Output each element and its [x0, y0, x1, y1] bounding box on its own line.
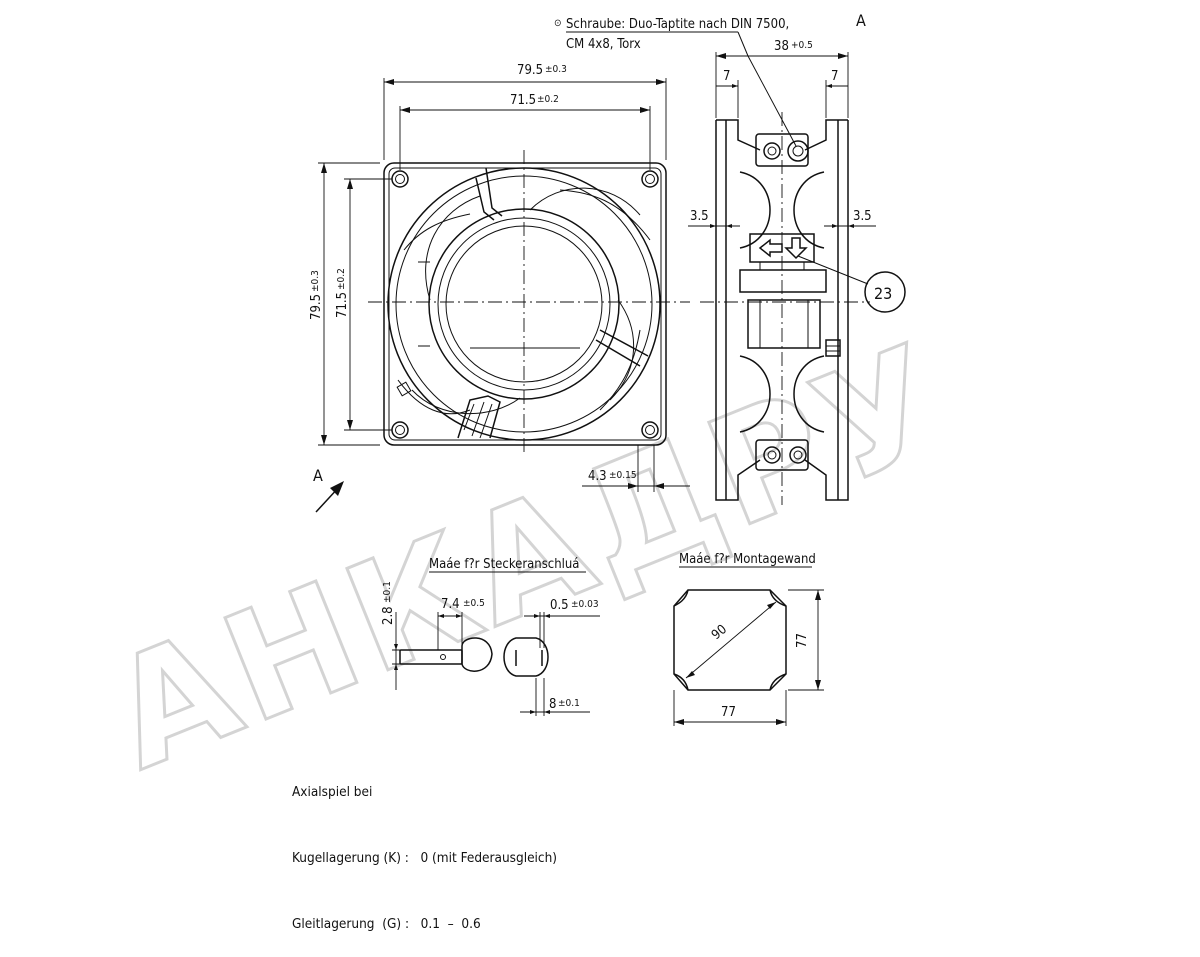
item-balloon: 23	[797, 255, 906, 313]
front-view	[368, 150, 690, 455]
dim-hole-spacing-v-tol: ±0.2	[336, 268, 347, 290]
view-arrow-a: A	[313, 466, 344, 513]
dim-overall-width: 79.5	[517, 63, 543, 78]
mounting-detail: Maáe f?r Montagewand 90 77 77	[673, 552, 824, 726]
mounting-title: Maáe f?r Montagewand	[679, 552, 816, 567]
dim-length-tol: ±0.5	[463, 598, 485, 609]
front-dimensions: 79.5 ±0.3 71.5 ±0.2 79.5 ±0.3 71.5 ±0.2	[309, 63, 690, 492]
screw-note: ⊙ Schraube: Duo-Taptite nach DIN 7500, C…	[554, 11, 866, 147]
connector-detail: Maáe f?r Steckeranschluá 2.8 ±0.1 7.4 ±0…	[381, 557, 600, 716]
note-line: Axialspiel bei	[292, 784, 373, 800]
dim-diagonal: 90	[709, 622, 730, 643]
section-label: A	[856, 11, 866, 30]
dim-depth: 38	[774, 39, 789, 54]
dim-overall-height-tol: ±0.3	[310, 270, 321, 292]
dim-overall-height: 79.5	[309, 294, 324, 320]
dim-pin-height-tol: ±0.1	[382, 581, 393, 603]
item-number: 23	[874, 284, 892, 303]
dim-right-rim: 7	[831, 69, 838, 84]
dim-thickness: 0.5	[550, 598, 569, 613]
side-dimensions: 38 +0.5 7 7 3.5 3.5	[688, 39, 876, 228]
screw-note-line2: CM 4x8, Torx	[566, 37, 641, 52]
dim-width: 8	[549, 697, 556, 712]
dim-depth-tol: +0.5	[791, 40, 813, 51]
dim-flange-tol: ±0.15	[609, 470, 637, 481]
note-line: Gleitlagerung (G) : 0.1 – 0.6	[292, 916, 481, 932]
dim-pin-height: 2.8	[381, 606, 396, 625]
dim-left-wall: 3.5	[690, 209, 709, 224]
note-line: Kugellagerung (K) : 0 (mit Federausgleic…	[292, 850, 558, 866]
dim-hole-spacing-h: 71.5	[510, 93, 536, 108]
side-view	[700, 112, 870, 505]
dim-cutout-height: 77	[795, 633, 810, 648]
dim-flange: 4.3	[588, 469, 607, 484]
connector-title: Maáe f?r Steckeranschluá	[429, 557, 579, 572]
dim-width-tol: ±0.1	[558, 698, 580, 709]
dim-right-wall: 3.5	[853, 209, 872, 224]
axial-play-notes: Axialspiel bei Kugellagerung (K) : 0 (mi…	[292, 737, 557, 957]
dim-cutout-width: 77	[721, 705, 736, 720]
dim-thickness-tol: ±0.03	[571, 599, 599, 610]
dim-hole-spacing-h-tol: ±0.2	[537, 94, 559, 105]
view-label: A	[313, 466, 323, 485]
dim-left-rim: 7	[723, 69, 730, 84]
technical-drawing: АНКАДРУ	[87, 11, 973, 805]
screw-note-symbol: ⊙	[554, 18, 562, 29]
dim-hole-spacing-v: 71.5	[335, 292, 350, 318]
dim-overall-width-tol: ±0.3	[545, 64, 567, 75]
screw-note-line1: Schraube: Duo-Taptite nach DIN 7500,	[566, 17, 789, 32]
dim-length: 7.4	[441, 597, 460, 612]
